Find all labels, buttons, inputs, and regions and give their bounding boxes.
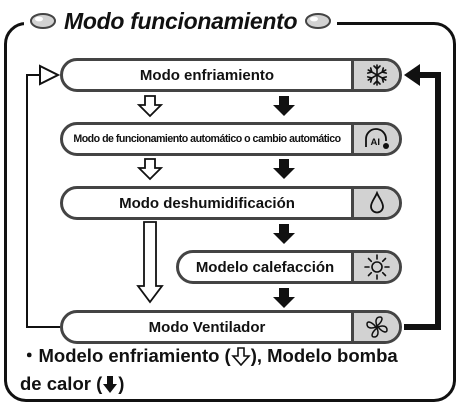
panel-title: Modo funcionamiento — [24, 4, 338, 38]
legend-cooling-text: ・Modelo enfriamiento ( — [20, 345, 231, 366]
mode-cooling: Modo enfriamiento — [60, 58, 402, 92]
loop-arrow-right — [404, 64, 420, 86]
filled-arrow-1 — [273, 96, 295, 116]
title-bullet-left-icon — [30, 13, 56, 29]
fan-icon — [365, 316, 388, 338]
filled-arrow-2 — [273, 159, 295, 179]
water-drop-icon — [369, 191, 384, 214]
title-bullet-right-icon — [305, 13, 332, 29]
mode-heating: Modelo calefacción — [176, 250, 402, 284]
sun-icon — [363, 254, 390, 280]
mode-fan-label: Modo Ventilador — [148, 318, 266, 336]
mode-cooling-label: Modo enfriamiento — [139, 66, 275, 84]
mode-fan: Modo Ventilador — [60, 310, 402, 344]
hollow-arrow-2 — [136, 158, 164, 181]
mode-auto: Modo de funcionamiento automático o camb… — [60, 122, 402, 156]
loop-line-left — [26, 74, 60, 328]
legend-note: ・Modelo enfriamiento ( ), Modelo bomba de… — [20, 344, 450, 400]
hollow-arrow-legend-icon — [230, 347, 251, 367]
auto-ai-icon: AI — [364, 128, 389, 149]
mode-dry: Modo deshumidificación — [60, 186, 402, 220]
filled-arrow-legend-icon — [103, 376, 118, 393]
hollow-arrow-long — [136, 221, 164, 304]
filled-arrow-4 — [273, 288, 295, 308]
svg-text:AI: AI — [370, 137, 380, 148]
snowflake-icon — [366, 64, 387, 86]
legend-heatpump-text-2: de calor ( — [20, 373, 103, 394]
title-text: Modo funcionamiento — [64, 7, 298, 34]
mode-heating-label: Modelo calefacción — [195, 258, 335, 276]
legend-close-paren: ) — [118, 373, 125, 394]
filled-arrow-3 — [273, 224, 295, 244]
hollow-arrow-1 — [136, 95, 164, 118]
legend-heatpump-text: ), Modelo bomba — [250, 345, 398, 366]
loop-arrow-left — [39, 64, 61, 86]
mode-auto-label: Modo de funcionamiento automático o camb… — [73, 133, 341, 145]
loop-line-right — [404, 72, 441, 330]
mode-dry-label: Modo deshumidificación — [119, 194, 295, 212]
